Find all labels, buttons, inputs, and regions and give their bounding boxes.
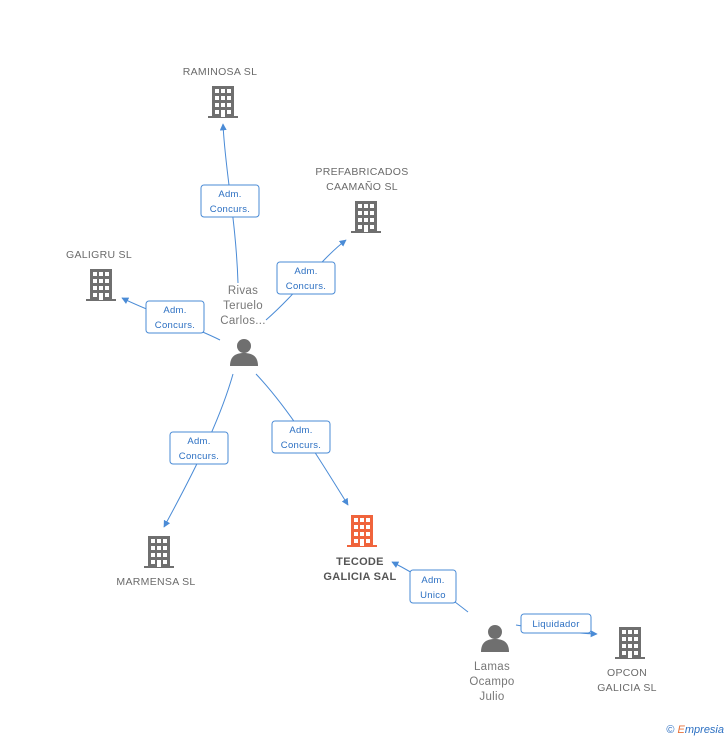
person-name: Ocampo	[469, 676, 514, 688]
edge-label-lamas-tecode[interactable]: Adm. Unico	[409, 569, 457, 604]
building-icon	[144, 536, 174, 568]
person-name: Julio	[479, 691, 504, 703]
company-name: OPCON	[607, 667, 647, 679]
building-icon	[351, 201, 381, 233]
company-name: MARMENSA SL	[116, 576, 195, 588]
company-name: GALIGRU SL	[66, 249, 132, 261]
edge-label-line: Adm.	[421, 575, 444, 586]
copyright-symbol: ©	[666, 724, 675, 736]
company-name: CAAMAÑO SL	[326, 180, 398, 193]
company-node-prefabricados[interactable]: PREFABRICADOS CAAMAÑO SL	[315, 166, 408, 233]
company-name: RAMINOSA SL	[183, 66, 258, 78]
person-name: Teruelo	[223, 300, 263, 312]
edge-label-line: Concurs.	[210, 204, 250, 215]
company-node-marmensa[interactable]: MARMENSA SL	[116, 536, 195, 588]
person-name: Lamas	[474, 661, 510, 673]
company-name: PREFABRICADOS	[315, 166, 408, 178]
edge-label-lamas-opcon[interactable]: Liquidador	[520, 613, 592, 634]
edge-label-line: Adm.	[218, 189, 241, 200]
edge-label-rivas-marmensa[interactable]: Adm. Concurs.	[169, 431, 229, 465]
person-icon	[230, 339, 258, 366]
company-node-opcon[interactable]: OPCON GALICIA SL	[597, 627, 657, 694]
building-icon	[86, 269, 116, 301]
edge-label-rivas-tecode[interactable]: Adm. Concurs.	[271, 420, 331, 454]
edge-label-rivas-raminosa[interactable]: Adm. Concurs.	[200, 184, 260, 218]
edge-label-line: Unico	[420, 590, 446, 601]
edge-label-line: Concurs.	[281, 440, 321, 451]
footer-attribution: © Empresia	[666, 724, 724, 736]
edge-label-line: Liquidador	[532, 619, 579, 630]
edge-label-line: Concurs.	[155, 320, 195, 331]
company-node-raminosa[interactable]: RAMINOSA SL	[183, 66, 258, 118]
brand-initial: E	[677, 724, 685, 736]
edge-label-line: Adm.	[289, 425, 312, 436]
building-icon	[208, 86, 238, 118]
edge-label-rivas-prefabricados[interactable]: Adm. Concurs.	[276, 261, 336, 295]
company-name: GALICIA SAL	[323, 571, 396, 583]
company-name: GALICIA SL	[597, 682, 657, 694]
person-name: Rivas	[228, 285, 258, 297]
person-node-lamas[interactable]: Lamas Ocampo Julio	[469, 625, 514, 703]
edge-label-rivas-galigru[interactable]: Adm. Concurs.	[145, 300, 205, 334]
person-name: Carlos...	[220, 315, 266, 327]
edge-label-line: Adm.	[294, 266, 317, 277]
edge-label-line: Concurs.	[179, 451, 219, 462]
edge-label-line: Adm.	[163, 305, 186, 316]
person-node-rivas[interactable]: Rivas Teruelo Carlos...	[220, 285, 266, 366]
edge-label-line: Adm.	[187, 436, 210, 447]
edge-label-line: Concurs.	[286, 281, 326, 292]
building-icon	[347, 515, 377, 547]
company-name: TECODE	[336, 556, 384, 568]
company-node-tecode[interactable]: TECODE GALICIA SAL	[323, 515, 396, 583]
building-icon	[615, 627, 645, 659]
person-icon	[481, 625, 509, 652]
company-node-galigru[interactable]: GALIGRU SL	[66, 249, 132, 301]
brand-name: mpresia	[684, 724, 724, 736]
